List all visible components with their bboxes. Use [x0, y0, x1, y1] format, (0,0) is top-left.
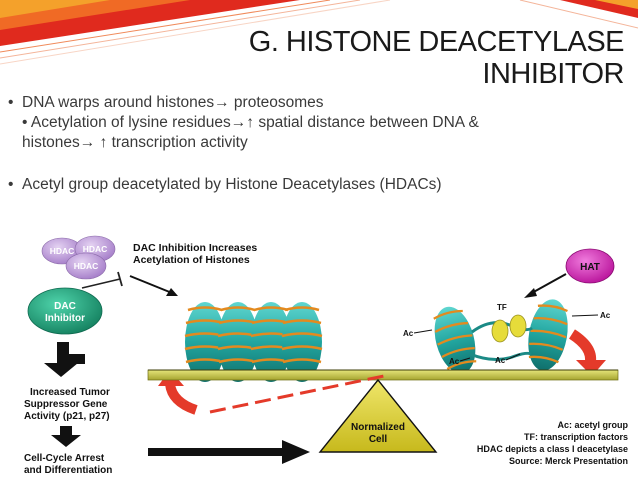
ac-label: Ac [449, 357, 460, 366]
tf-label: TF [497, 303, 507, 312]
hdac-cluster: HDAC HDAC HDAC [41, 235, 116, 280]
hdac-label: HDAC [50, 246, 75, 256]
legend-entry-tf: TF: transcription factors [524, 432, 628, 442]
hat-label: HAT [580, 262, 600, 273]
inhibition-text-line-1: DAC Inhibition Increases [133, 242, 257, 254]
hdac-label: HDAC [83, 244, 108, 254]
compact-histones [184, 302, 323, 382]
right-arrow-bottom [148, 440, 310, 464]
legend: Ac: acetyl group TF: transcription facto… [477, 420, 629, 466]
bullet-item-1: • DNA warps around histones→ proteosomes [8, 93, 618, 113]
dac-inhibitor-bubble: DAC Inhibitor [27, 287, 103, 335]
legend-entry-source: Source: Merck Presentation [509, 456, 628, 466]
bullet-text-3: Acetyl group deacetylated by Histone Dea… [22, 176, 442, 193]
down-arrow-2 [51, 426, 81, 447]
corner-stripes-decoration [0, 0, 638, 65]
transcription-factors: TF [491, 303, 527, 343]
legend-entry-hdac: HDAC depicts a class I deacetylase [477, 444, 628, 454]
hat-bubble: HAT [565, 248, 615, 284]
down-arrow-1 [44, 342, 85, 377]
arrow-to-histones [129, 275, 173, 294]
bullet-dot: • [8, 94, 14, 111]
ac-label: Ac [403, 329, 414, 338]
bullet-text-1: DNA warps around histones→ proteosomes [22, 94, 324, 111]
hdac-label: HDAC [74, 261, 99, 271]
inhibition-bar [117, 271, 123, 287]
bullet-item-2-line-2: histones→ ↑ transcription activity [22, 134, 248, 151]
inhibition-line [81, 278, 121, 289]
fulcrum-triangle: Normalized Cell [318, 378, 438, 453]
red-curved-arrow-right [568, 329, 606, 376]
open-histones [433, 299, 568, 374]
bullet-dot: • [8, 176, 14, 193]
dac-inhibitor-line-1: DAC [54, 301, 76, 312]
arrest-text-line-1: Cell-Cycle Arrest [24, 453, 105, 464]
tilted-dashed-line [209, 374, 385, 414]
tumor-text-line-1: Increased Tumor [30, 387, 110, 398]
legend-entry-ac: Ac: acetyl group [557, 420, 628, 430]
tumor-text-line-2: Suppressor Gene [24, 399, 108, 410]
bullet-item-3: • Acetyl group deacetylated by Histone D… [8, 175, 618, 195]
hdac-inhibitor-diagram: HDAC HDAC HDAC DAC Inhibitor DAC Inhibit… [24, 235, 629, 476]
ac-label: Ac [495, 356, 506, 365]
bullet-list: • DNA warps around histones→ proteosomes… [8, 93, 618, 195]
slide-title-line-2: INHIBITOR [482, 58, 624, 90]
inhibition-text-line-2: Acetylation of Histones [133, 254, 250, 266]
tumor-text-line-3: Activity (p21, p27) [24, 411, 110, 422]
arrest-text-line-2: and Differentiation [24, 465, 112, 476]
hat-arrow-head [524, 288, 537, 298]
arrow-to-histones-head [166, 288, 178, 296]
fulcrum-line-1: Normalized [351, 422, 405, 433]
ac-label: Ac [600, 311, 611, 320]
fulcrum-line-2: Cell [369, 434, 388, 445]
dac-inhibitor-line-2: Inhibitor [45, 313, 85, 324]
slide-title-line-1: G. HISTONE DEACETYLASE [248, 26, 625, 58]
hat-arrow [529, 273, 567, 295]
bullet-item-2-line-1: • Acetylation of lysine residues→↑ spati… [22, 114, 479, 131]
